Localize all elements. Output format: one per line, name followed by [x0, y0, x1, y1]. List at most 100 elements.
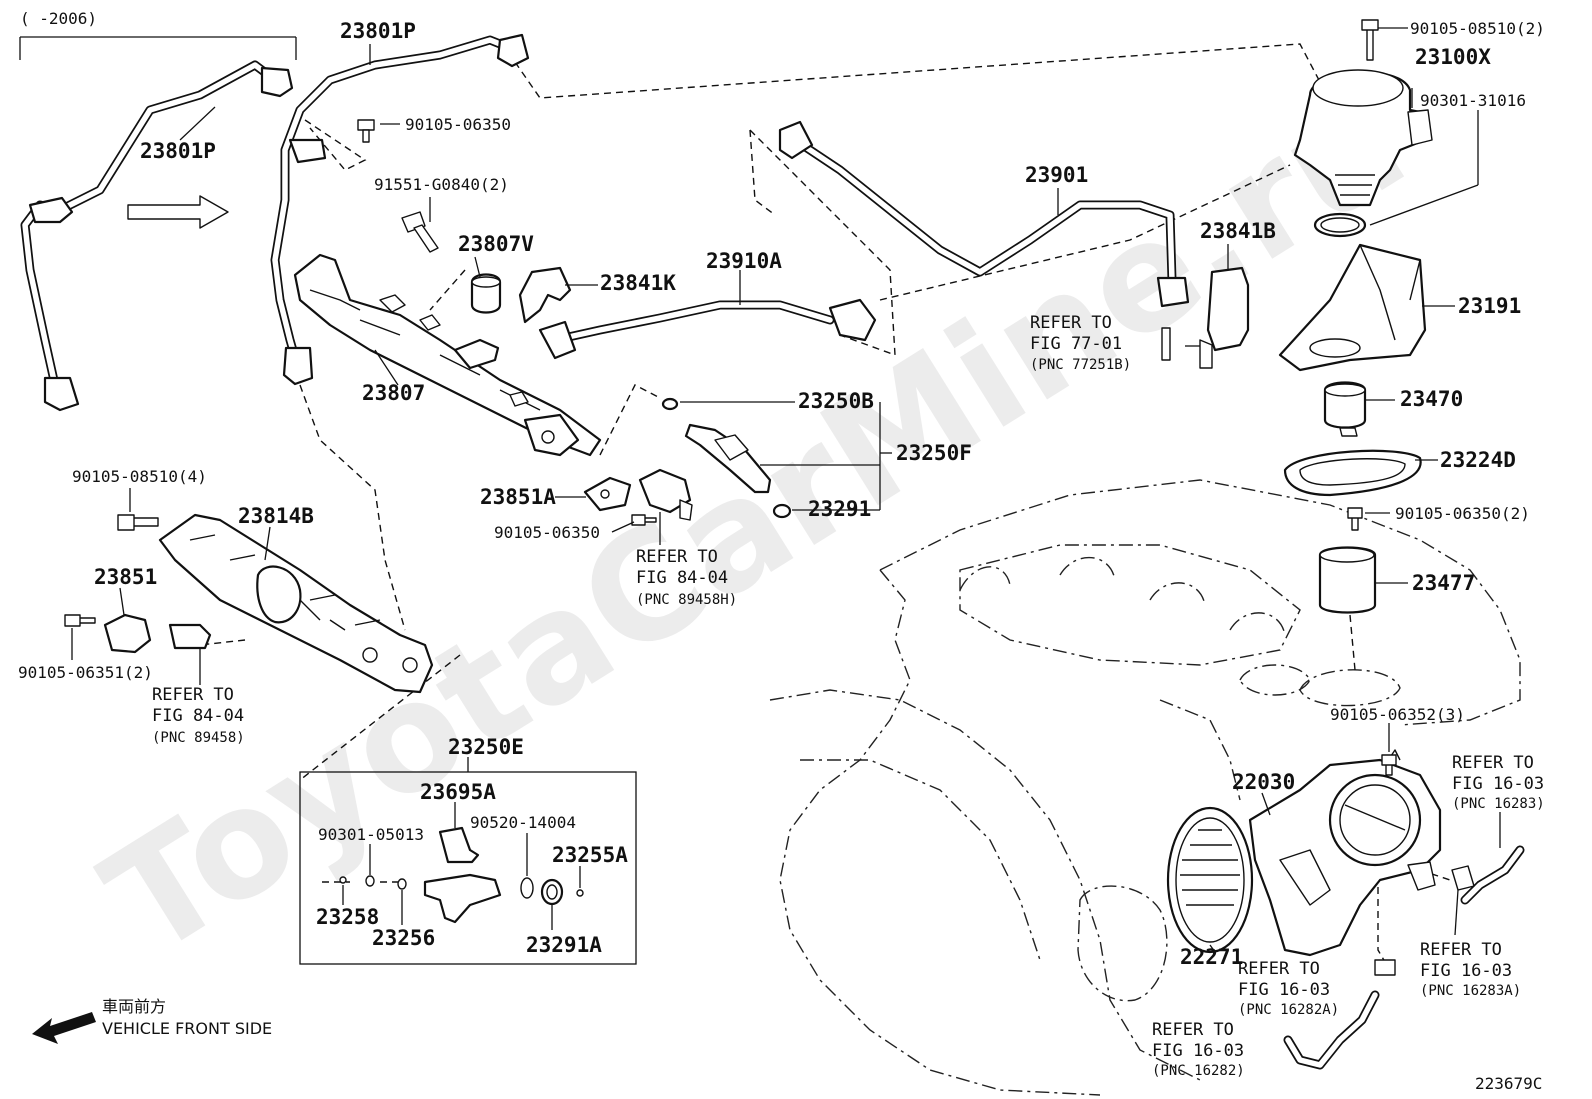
- fuel-pump-23100x: [1293, 19, 1433, 238]
- svg-text:FIG 84-04: FIG 84-04: [152, 706, 244, 726]
- sensor-fig84-04b: [168, 623, 212, 650]
- part-90105-06352-3: 90105-06352(3): [1330, 705, 1465, 724]
- part-90105-08510-4: 90105-08510(4): [72, 467, 207, 486]
- part-23901: 23901: [1025, 163, 1088, 187]
- svg-text:FIG 77-01: FIG 77-01: [1030, 334, 1122, 354]
- part-90105-08510-2: 90105-08510(2): [1410, 19, 1545, 38]
- part-23255A: 23255A: [552, 843, 628, 867]
- part-22271: 22271: [1180, 945, 1243, 969]
- part-90105-06350-b: 90105-06350: [494, 523, 600, 542]
- fuel-pipe-23801p: [270, 33, 530, 386]
- svg-text:(PNC 89458H): (PNC 89458H): [636, 592, 737, 608]
- part-23250E: 23250E: [448, 735, 524, 759]
- hose-23910a: [538, 298, 877, 360]
- fuel-rail-23807: [293, 253, 602, 457]
- date-range: ( -2006): [20, 9, 97, 28]
- refer-77-01: REFER TO FIG 77-01 (PNC 77251B): [1030, 313, 1131, 373]
- svg-text:FIG 16-03: FIG 16-03: [1152, 1041, 1244, 1061]
- part-23910A: 23910A: [706, 249, 782, 273]
- refer-84-04-a: REFER TO FIG 84-04 (PNC 89458H): [636, 547, 737, 608]
- part-23807V: 23807V: [458, 232, 534, 256]
- ref-tube: [1161, 327, 1171, 361]
- refer-16-03-a: REFER TO FIG 16-03 (PNC 16283): [1452, 753, 1545, 812]
- part-23256: 23256: [372, 926, 435, 950]
- bolt-90105-08510-4: [117, 514, 159, 531]
- engine-outline: [769, 479, 1521, 1096]
- leader-lines: [71, 27, 1501, 953]
- svg-text:REFER TO: REFER TO: [1420, 940, 1502, 960]
- part-23801P: 23801P: [340, 19, 416, 43]
- part-23695A: 23695A: [420, 780, 496, 804]
- bolt-91551-g0840: [401, 211, 439, 253]
- refer-16-03-c: REFER TO FIG 16-03 (PNC 16283A): [1420, 940, 1521, 999]
- part-23470: 23470: [1400, 387, 1463, 411]
- part-90105-06350-2: 90105-06350(2): [1395, 504, 1530, 523]
- part-23477: 23477: [1412, 571, 1475, 595]
- part-90105-06350-a: 90105-06350: [405, 115, 511, 134]
- part-23258: 23258: [316, 905, 379, 929]
- svg-text:FIG 84-04: FIG 84-04: [636, 568, 728, 588]
- spacer-23807v: [470, 273, 502, 314]
- clip-23841b: [1199, 266, 1250, 369]
- hose-16283: [1451, 845, 1525, 905]
- part-90301-05013: 90301-05013: [318, 825, 424, 844]
- bolt-90105-06352-3: [1381, 754, 1397, 776]
- part-23224D: 23224D: [1440, 448, 1516, 472]
- part-23291: 23291: [808, 497, 871, 521]
- svg-text:REFER TO: REFER TO: [1030, 313, 1112, 333]
- part-23841K: 23841K: [600, 271, 676, 295]
- part-23191: 23191: [1458, 294, 1521, 318]
- part-23841B: 23841B: [1200, 219, 1276, 243]
- part-90301-31016: 90301-31016: [1420, 91, 1526, 110]
- svg-text:FIG 16-03: FIG 16-03: [1420, 961, 1512, 981]
- svg-text:(PNC 16282): (PNC 16282): [1152, 1063, 1245, 1079]
- svg-text:(PNC 89458): (PNC 89458): [152, 730, 245, 746]
- part-23100X: 23100X: [1415, 45, 1491, 69]
- part-91551-G0840-2: 91551-G0840(2): [374, 175, 509, 194]
- part-23250F: 23250F: [896, 441, 972, 465]
- lifter-23470: [1323, 381, 1367, 437]
- damper-23851: [64, 613, 152, 654]
- housing-23477: [1318, 546, 1377, 614]
- svg-text:(PNC 16283A): (PNC 16283A): [1420, 983, 1521, 999]
- injector-23250f: [661, 397, 792, 519]
- part-22030: 22030: [1232, 770, 1295, 794]
- part-23801P-early: 23801P: [140, 139, 216, 163]
- cover-23191: [1278, 243, 1427, 372]
- diagram-id: 223679C: [1475, 1074, 1542, 1093]
- front-side-jp: 車両前方: [102, 997, 166, 1016]
- sensor-fig84-04: [631, 468, 693, 526]
- labels: ( -2006) 23801P 23801P 90105-08510(2) 23…: [18, 9, 1545, 969]
- fuel-pipe-early: [19, 36, 297, 412]
- clamp-23841k: [518, 266, 572, 324]
- svg-text:(PNC 16282A): (PNC 16282A): [1238, 1002, 1339, 1018]
- gasket-22271: [1166, 806, 1254, 954]
- refer-16-03-b: REFER TO FIG 16-03 (PNC 16282A): [1238, 959, 1339, 1018]
- hose-16282: [1283, 959, 1396, 1070]
- front-arrow-icon: [32, 1012, 96, 1044]
- part-23291A: 23291A: [526, 933, 602, 957]
- part-90105-06351-2: 90105-06351(2): [18, 663, 153, 682]
- part-23807: 23807: [362, 381, 425, 405]
- hose-23901: [778, 120, 1190, 308]
- svg-text:FIG 16-03: FIG 16-03: [1238, 980, 1330, 1000]
- injector-kit-23250e: [299, 757, 637, 965]
- svg-text:REFER TO: REFER TO: [1152, 1020, 1234, 1040]
- part-23851: 23851: [94, 565, 157, 589]
- svg-text:REFER TO: REFER TO: [152, 685, 234, 705]
- part-23250B: 23250B: [798, 389, 874, 413]
- svg-text:(PNC 16283): (PNC 16283): [1452, 796, 1545, 812]
- svg-text:REFER TO: REFER TO: [1452, 753, 1534, 773]
- part-23851A: 23851A: [480, 485, 556, 509]
- refer-84-04-b: REFER TO FIG 84-04 (PNC 89458): [152, 685, 245, 746]
- front-side-en: VEHICLE FRONT SIDE: [102, 1019, 272, 1038]
- refer-16-03-d: REFER TO FIG 16-03 (PNC 16282): [1152, 1020, 1245, 1079]
- svg-text:REFER TO: REFER TO: [636, 547, 718, 567]
- throttle-body-22030: [1248, 749, 1442, 957]
- part-90520-14004: 90520-14004: [470, 813, 576, 832]
- svg-text:(PNC 77251B): (PNC 77251B): [1030, 357, 1131, 373]
- gasket-23224d: [1283, 449, 1422, 497]
- part-23814B: 23814B: [238, 504, 314, 528]
- delivery-pipe-23814b: [158, 513, 434, 694]
